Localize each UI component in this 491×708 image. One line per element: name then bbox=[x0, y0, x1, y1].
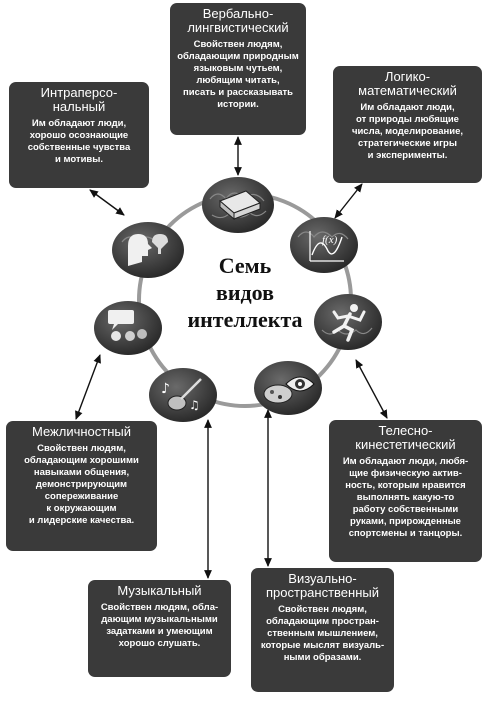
svg-text:♫: ♫ bbox=[189, 398, 200, 412]
speech-bubble-icon bbox=[108, 310, 147, 341]
box-verbal-title: Вербально- лингвистический bbox=[187, 6, 289, 35]
brain-verbal bbox=[202, 177, 274, 233]
box-inter-title: Межличностный bbox=[31, 424, 132, 439]
box-visual-desc: Свойствен людям, обладающим простран- ст… bbox=[260, 604, 385, 663]
box-logic-desc: Им обладают люди, от природы любящие чис… bbox=[351, 102, 464, 161]
svg-text:f(x): f(x) bbox=[322, 234, 338, 246]
box-music-desc: Свойствен людям, обла- дающим музыкальны… bbox=[100, 602, 219, 649]
eye-palette-icon bbox=[263, 376, 315, 404]
box-verbal-desc: Свойствен людям, обладающим природным яз… bbox=[177, 39, 299, 110]
box-visual: Визуально- пространственный Свойствен лю… bbox=[251, 568, 394, 692]
arrow-body bbox=[355, 359, 388, 419]
arrow-intra bbox=[89, 189, 125, 216]
runner-icon bbox=[332, 304, 366, 342]
brain-music: ♪ ♫ bbox=[149, 368, 217, 422]
music-instruments-icon: ♪ ♫ bbox=[161, 378, 202, 412]
box-inter-desc: Свойствен людям, обладающим хорошими нав… bbox=[24, 443, 139, 526]
box-inter: Межличностный Свойствен людям, обладающи… bbox=[6, 421, 157, 551]
box-body-title: Телесно- кинестетический bbox=[355, 423, 456, 452]
box-body-desc: Им обладают люди, любя- щие физическую а… bbox=[342, 456, 469, 539]
arrow-inter bbox=[75, 354, 101, 420]
box-intra-title: Интраперсо- нальный bbox=[40, 85, 118, 114]
svg-text:♪: ♪ bbox=[161, 381, 170, 397]
brain-inter bbox=[94, 301, 162, 355]
box-body: Телесно- кинестетический Им обладают люд… bbox=[329, 420, 482, 562]
arrow-logic bbox=[334, 183, 363, 219]
center-title: Семь видов интеллекта bbox=[187, 253, 303, 332]
box-intra-desc: Им обладают люди, хорошо осознающие собс… bbox=[27, 118, 131, 165]
box-music: Музыкальный Свойствен людям, обла- дающи… bbox=[88, 580, 231, 677]
brain-visual bbox=[254, 361, 322, 415]
brain-intra bbox=[112, 222, 184, 278]
box-music-title: Музыкальный bbox=[117, 583, 202, 598]
box-verbal: Вербально- лингвистический Свойствен люд… bbox=[170, 3, 306, 135]
head-profile-icon bbox=[128, 234, 168, 266]
box-visual-title: Визуально- пространственный bbox=[265, 571, 379, 600]
box-logic-title: Логико- математический bbox=[358, 69, 457, 98]
function-graph-icon: f(x) bbox=[309, 231, 344, 262]
brain-logic: f(x) bbox=[290, 217, 358, 273]
book-icon bbox=[219, 190, 261, 221]
box-logic: Логико- математический Им обладают люди,… bbox=[333, 66, 482, 183]
box-intra: Интраперсо- нальный Им обладают люди, хо… bbox=[9, 82, 149, 188]
brain-body bbox=[314, 294, 382, 350]
